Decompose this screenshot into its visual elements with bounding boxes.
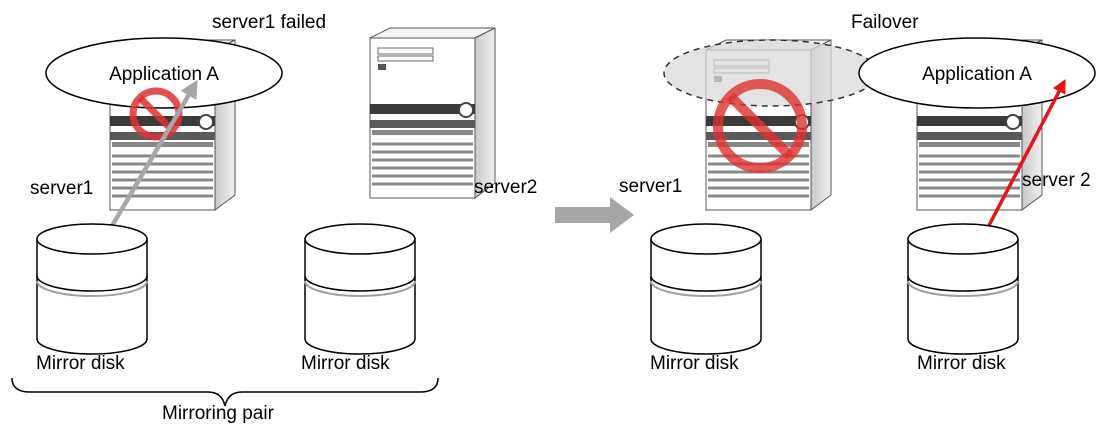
server2-label-left: server2 — [474, 177, 537, 198]
mirroring-pair-brace — [11, 377, 439, 407]
failed-application-ellipse — [663, 39, 879, 107]
status-label-left: server1 failed — [212, 12, 326, 33]
transition-arrow-icon — [555, 197, 634, 233]
server1-label-left: server1 — [30, 178, 93, 199]
disk-label-1: Mirror disk — [36, 353, 125, 374]
pair-label: Mirroring pair — [162, 403, 275, 424]
disk-label-4: Mirror disk — [917, 353, 1006, 374]
disk-label-3: Mirror disk — [650, 353, 739, 374]
mirror-disk-icon-4 — [907, 223, 1019, 355]
mirror-disk-icon-3 — [650, 223, 762, 355]
mirror-disk-icon-2 — [304, 223, 416, 355]
prohibited-icon-large — [713, 79, 807, 173]
status-label-right: Failover — [851, 12, 919, 33]
disk-label-2: Mirror disk — [301, 353, 390, 374]
server2-tower-icon — [368, 26, 497, 200]
app-label-left: Application A — [109, 64, 219, 85]
server1-label-right: server1 — [619, 176, 682, 197]
mirror-disk-icon-1 — [36, 223, 148, 355]
server2-label-right: server 2 — [1022, 170, 1091, 191]
app-label-right: Application A — [922, 64, 1032, 85]
